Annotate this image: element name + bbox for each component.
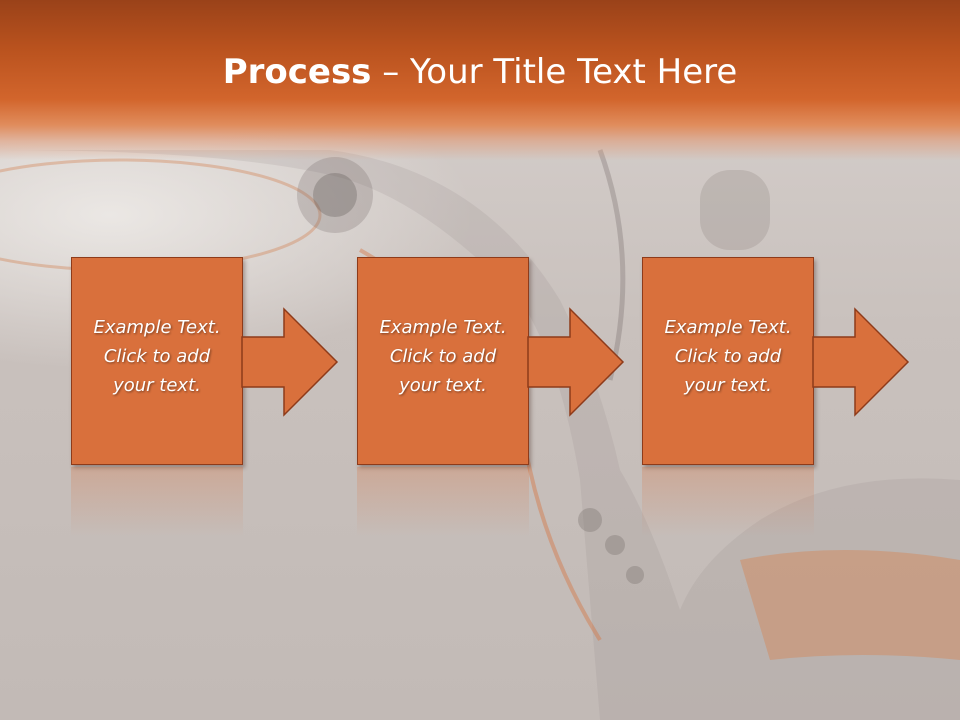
step-text-line: Example Text. — [664, 317, 792, 338]
step-box[interactable]: Example Text. Click to add your text. — [71, 257, 243, 465]
title-regular-part: – Your Title Text Here — [371, 52, 738, 92]
title-bold-part: Process — [222, 52, 372, 92]
step-text-line: your text. — [399, 375, 487, 396]
step-text[interactable]: Example Text. Click to add your text. — [643, 313, 813, 400]
title-banner — [0, 0, 960, 160]
step-text-line: your text. — [684, 375, 772, 396]
step-text[interactable]: Example Text. Click to add your text. — [72, 313, 242, 400]
step-text-line: Click to add — [674, 346, 782, 367]
step-text-line: Click to add — [389, 346, 497, 367]
right-arrow-icon — [527, 307, 625, 417]
step-reflection — [642, 467, 814, 537]
step-box[interactable]: Example Text. Click to add your text. — [642, 257, 814, 465]
process-step-3[interactable]: Example Text. Click to add your text. — [642, 257, 914, 467]
step-reflection — [71, 467, 243, 537]
step-text-line: Example Text. — [379, 317, 507, 338]
step-text-line: your text. — [113, 375, 201, 396]
step-text-line: Example Text. — [93, 317, 221, 338]
right-arrow-icon — [241, 307, 339, 417]
slide-title[interactable]: Process – Your Title Text Here — [0, 52, 960, 92]
step-text-line: Click to add — [103, 346, 211, 367]
step-box[interactable]: Example Text. Click to add your text. — [357, 257, 529, 465]
step-text[interactable]: Example Text. Click to add your text. — [358, 313, 528, 400]
step-reflection — [357, 467, 529, 537]
process-step-2[interactable]: Example Text. Click to add your text. — [357, 257, 629, 467]
right-arrow-icon — [812, 307, 910, 417]
process-step-1[interactable]: Example Text. Click to add your text. — [71, 257, 343, 467]
